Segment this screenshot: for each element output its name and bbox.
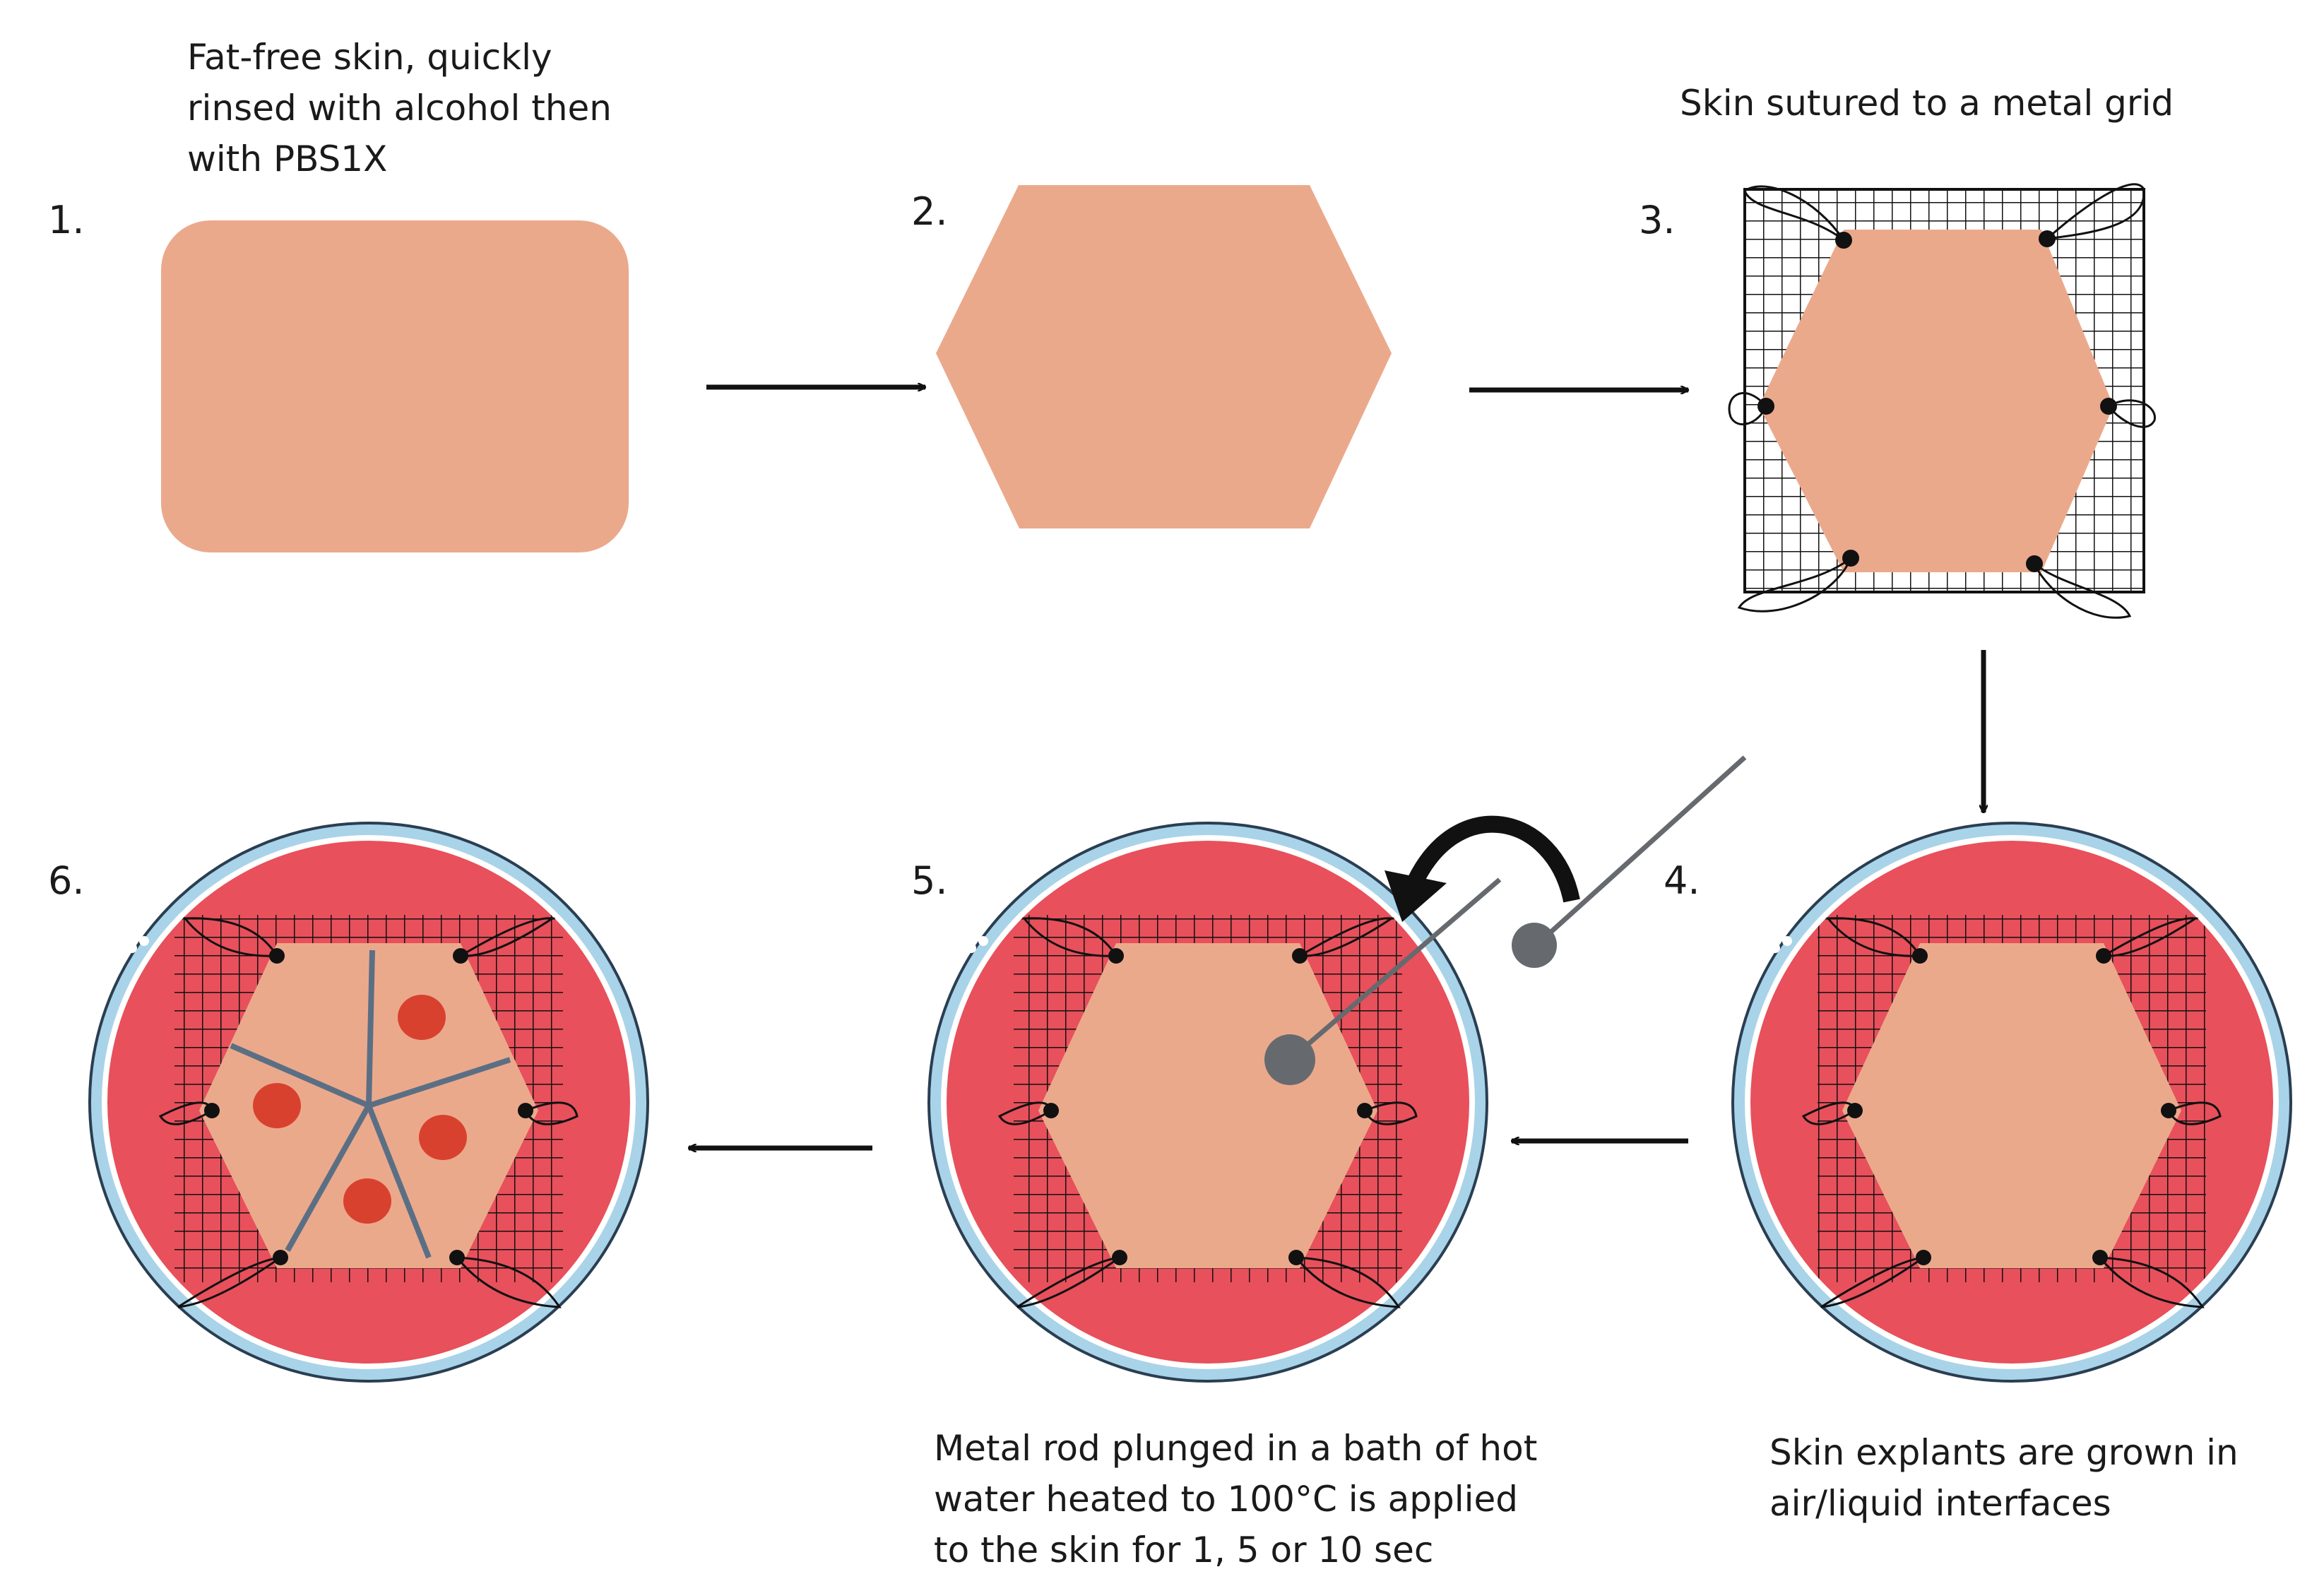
- step-4-number: 4.: [1664, 858, 1700, 903]
- step-1-caption: Fat-free skin, quickly rinsed with alcoh…: [187, 37, 612, 179]
- petri-dish-step-6: [88, 822, 649, 1383]
- sutured-skin-grid: [1728, 183, 2156, 619]
- petri-dish-step-4: [1731, 822, 2292, 1383]
- skin-piece-hexagon: [936, 185, 1392, 528]
- step-5-caption: Metal rod plunged in a bath of hot water…: [934, 1428, 1538, 1571]
- step-3-caption: Skin sutured to a metal grid: [1680, 83, 2174, 124]
- hot-rod-applied: [1264, 877, 1502, 1085]
- step-6-number: 6.: [48, 858, 85, 903]
- curved-arrow-head-icon: [1385, 870, 1447, 922]
- step-1-number: 1.: [48, 198, 85, 242]
- step-5-number: 5.: [911, 858, 948, 903]
- skin-piece-raw: [161, 220, 629, 552]
- step-4-caption: Skin explants are grown in air/liquid in…: [1769, 1432, 2239, 1524]
- petri-dish-step-5: [927, 822, 1488, 1383]
- hot-rod-in-bath: [1512, 755, 1747, 968]
- step-2-number: 2.: [911, 189, 948, 234]
- curved-arrow-icon: [1405, 815, 1580, 903]
- step-3-number: 3.: [1639, 198, 1676, 242]
